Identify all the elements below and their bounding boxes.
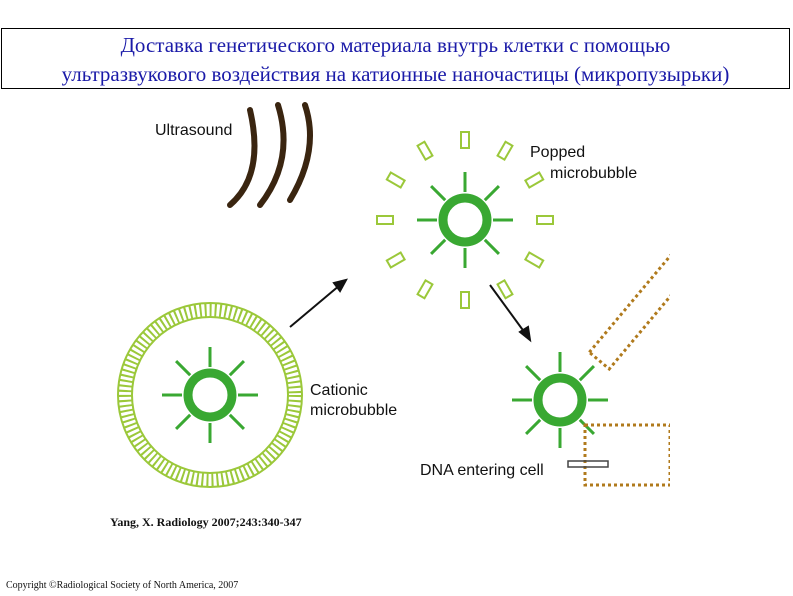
dna-strand (174, 413, 192, 431)
dna-strand (578, 364, 596, 382)
slide-title-line1: Доставка генетического материала внутрь … (120, 33, 671, 57)
cationic-microbubble (117, 302, 303, 488)
ultrasound-waves (227, 102, 313, 208)
lipid-fragment (385, 251, 407, 269)
lipid-fragment (416, 140, 434, 162)
label-popped-line2: microbubble (550, 165, 637, 182)
lipid-fragment (460, 131, 470, 149)
lipid-fragment (496, 278, 514, 300)
dna-strand (483, 184, 501, 202)
lipid-fragment (460, 291, 470, 309)
dna-strand (483, 238, 501, 256)
dna-strand (578, 418, 596, 436)
dna-strand (174, 359, 192, 377)
label-popped-line1: Popped (530, 144, 585, 161)
popped-microbubble (376, 131, 554, 309)
label-cationic-line2: microbubble (310, 402, 397, 419)
lipid-fragment (523, 251, 545, 269)
dna-strand (524, 364, 542, 382)
label-dna-entering: DNA entering cell (420, 462, 544, 479)
lipid-fragment (536, 215, 554, 225)
citation: Yang, X. Radiology 2007;243:340-347 (110, 515, 302, 529)
slide-title-line2: ультразвукового воздействия на катионные… (61, 62, 730, 86)
slide-title: Доставка генетического материала внутрь … (1, 28, 790, 89)
gene-delivery-diagram: Ultrasound Cationic microbubble Popped m… (117, 102, 670, 488)
lipid-fragment (416, 278, 434, 300)
label-ultrasound: Ultrasound (155, 122, 232, 139)
label-cationic-line1: Cationic (310, 382, 368, 399)
copyright: Copyright ©Radiological Society of North… (6, 580, 239, 591)
lipid-fragment (523, 171, 545, 189)
dna-strand (429, 184, 447, 202)
dna-strand (228, 359, 246, 377)
lipid-fragment (496, 140, 514, 162)
lipid-fragment (376, 215, 394, 225)
dna-strand (429, 238, 447, 256)
dna-complex-at-membrane (512, 352, 608, 448)
lipid-fragment (385, 171, 407, 189)
arrow-to-cell (489, 284, 532, 343)
cell-membrane (567, 235, 670, 487)
dna-strand (524, 418, 542, 436)
arrow-to-popped (289, 278, 348, 328)
dna-strand (228, 413, 246, 431)
